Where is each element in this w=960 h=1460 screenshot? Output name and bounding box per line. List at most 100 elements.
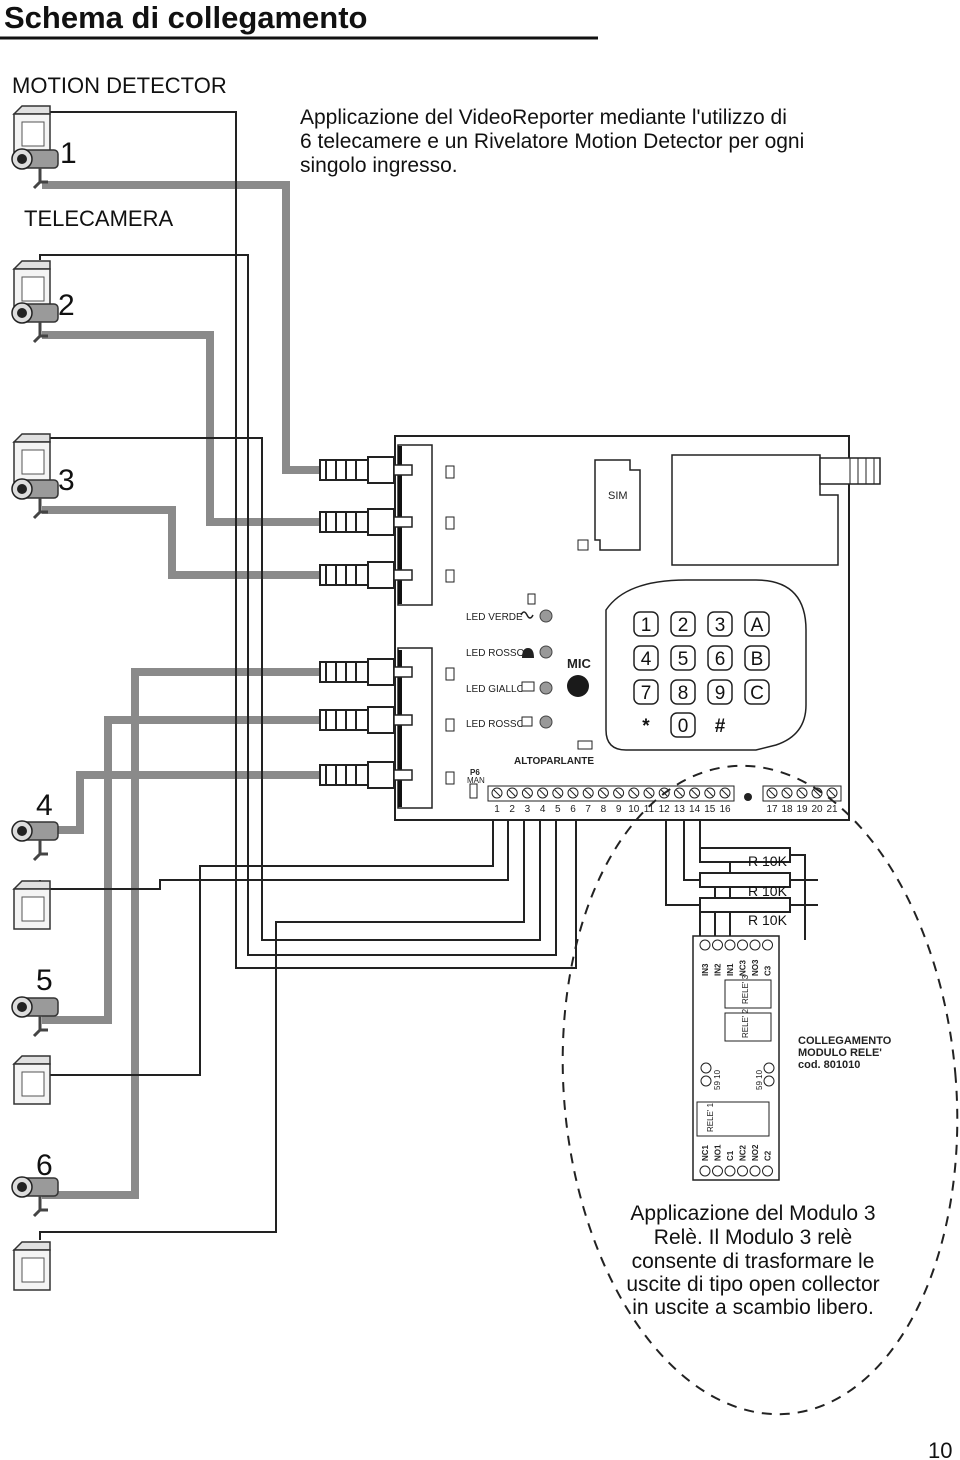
relay-caption-2: MODULO RELE': [798, 1047, 882, 1059]
bnc-connector-icon-5: [319, 706, 413, 734]
envelope-icon: [521, 681, 535, 692]
led-verde-label: LED VERDE: [466, 612, 523, 623]
channel-number-4: 4: [36, 789, 53, 822]
terminal-label: 11: [644, 804, 655, 815]
relay-3-label: RELE' 3: [741, 974, 750, 1004]
envelope-icon-2: [521, 716, 533, 727]
channel-number-2: 2: [58, 289, 75, 322]
led-rosso-2: [539, 715, 553, 729]
keypad-key-frame: [707, 611, 733, 637]
relay-terminal-screw: [712, 1165, 723, 1177]
motion-detector-icon-6: [12, 1241, 51, 1291]
terminal-label: 19: [796, 804, 808, 815]
note-line-1: Applicazione del Modulo 3: [630, 1202, 875, 1225]
relay-terminal-screw: [749, 1165, 761, 1177]
relay-caption-1: COLLEGAMENTO: [798, 1035, 892, 1047]
terminal-label: 16: [719, 804, 731, 815]
terminal-label: 10: [628, 804, 640, 815]
note-line-2: Relè. Il Modulo 3 relè: [654, 1226, 852, 1249]
keypad-key-frame: [633, 611, 659, 637]
relay-terminal-label: NO3: [751, 959, 760, 976]
channel-number-6: 6: [36, 1149, 53, 1182]
relay-code-left: 59 10: [713, 1069, 722, 1090]
relay-terminal-label: IN1: [726, 963, 735, 976]
keypad-key-3: 3: [715, 615, 726, 636]
relay-2-label: RELE' 2: [741, 1008, 750, 1038]
keypad-key-frame: [633, 679, 659, 705]
terminal-label: 1: [494, 804, 500, 815]
keypad-key-frame: [744, 645, 770, 671]
sim-label: SIM: [608, 490, 628, 502]
resistor-label-1: R 10K: [748, 853, 788, 869]
keypad-key-2: 2: [678, 615, 689, 636]
videoreporter-board: SIM LED VERDE LED ROSSO LED GIALLO LED R…: [394, 435, 881, 821]
relay-terminal-label: NC3: [739, 959, 748, 976]
bnc-connector-icon-4: [319, 658, 413, 686]
motion-detector-icon-5: [12, 1055, 51, 1105]
relay-terminal-screw: [762, 939, 773, 951]
keypad-key-6: 6: [715, 649, 726, 670]
relay-terminal-label: NC2: [739, 1144, 748, 1161]
resistor-3: [699, 897, 791, 913]
resistor-label-2: R 10K: [748, 883, 788, 899]
microphone: [567, 675, 589, 697]
relay-dashed-ellipse: [561, 764, 959, 1416]
motion-detector-icon-1: [12, 105, 51, 155]
page-number: 10: [928, 1438, 952, 1460]
mic-label: MIC: [567, 656, 591, 671]
bnc-connector-icon-1: [319, 456, 413, 484]
led-rosso-1-label: LED ROSSO: [466, 648, 525, 659]
relay-terminal-screw: [724, 1165, 736, 1177]
keypad-key-0: 0: [678, 716, 689, 737]
keypad-key-frame: [707, 679, 733, 705]
terminal-label: 5: [555, 804, 561, 815]
keypad-key-B: B: [751, 649, 764, 670]
keypad-key-frame: [707, 645, 733, 671]
terminal-label: 21: [826, 804, 838, 815]
keypad-key-4: 4: [641, 649, 652, 670]
channel-number-5: 5: [36, 964, 53, 997]
led-verde: [539, 609, 553, 623]
terminal-label: 2: [509, 804, 515, 815]
terminal-label: 4: [540, 804, 546, 815]
keypad-key-8: 8: [678, 683, 689, 704]
relay-terminal-label: C3: [764, 965, 773, 976]
camera-icon-5: [11, 996, 59, 1038]
resistors: R 10K R 10K R 10K: [699, 847, 818, 940]
bnc-connector-icon-6: [319, 761, 413, 789]
terminal-label: 14: [689, 804, 701, 815]
terminal-label: 20: [811, 804, 823, 815]
relay-terminal-label: IN2: [714, 963, 723, 976]
keypad-key-frame: [744, 611, 770, 637]
led-rosso-2-label: LED ROSSO: [466, 719, 525, 730]
terminal-label: 8: [601, 804, 607, 815]
led-rosso-1: [539, 645, 553, 659]
terminal-label: 12: [659, 804, 671, 815]
note-line-5: in uscite a scambio libero.: [632, 1296, 874, 1319]
motion-detector-label: MOTION DETECTOR: [12, 73, 227, 98]
terminal-label: 6: [570, 804, 576, 815]
keypad-key-A: A: [751, 615, 764, 636]
terminal-label: 17: [766, 804, 778, 815]
intro-line-2: 6 telecamere e un Rivelatore Motion Dete…: [300, 130, 804, 153]
relay-terminal-screw: [724, 939, 736, 951]
relay-terminal-label: C1: [726, 1150, 735, 1161]
resistor-label-3: R 10K: [748, 912, 788, 928]
relay-terminal-screw: [699, 939, 711, 951]
terminal-label: 9: [616, 804, 622, 815]
channel-number-3: 3: [58, 464, 75, 497]
bnc-connector-icon-2: [319, 508, 413, 536]
terminal-label: 18: [781, 804, 793, 815]
terminal-label: 15: [704, 804, 716, 815]
note-line-4: uscite di tipo open collector: [626, 1273, 879, 1296]
keypad-key-1: 1: [641, 615, 652, 636]
altoparlante-label: ALTOPARLANTE: [514, 756, 594, 767]
motion-detector-icon-2: [12, 260, 51, 310]
motion-detector-icon-3: [12, 433, 51, 483]
terminal-label: 7: [585, 804, 591, 815]
camera-icon-2: [11, 302, 59, 344]
